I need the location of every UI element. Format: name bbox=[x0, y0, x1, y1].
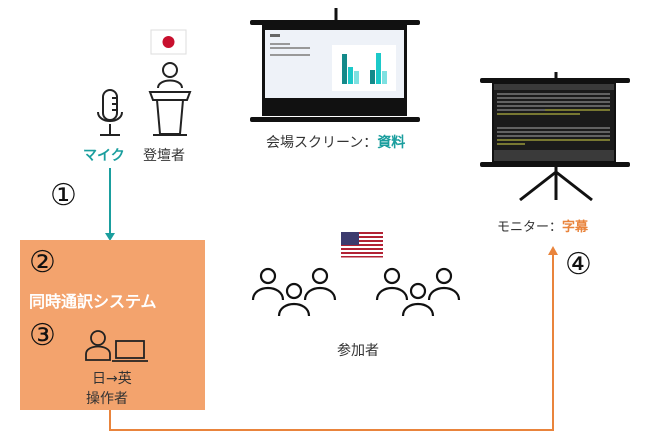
monitor-label: モニター：字幕 bbox=[497, 216, 588, 235]
system-title: 同時通訳システム bbox=[29, 292, 157, 311]
operator-laptop-icon bbox=[85, 330, 148, 362]
operator-label: 操作者 bbox=[86, 391, 128, 407]
podium-speaker-icon bbox=[148, 62, 192, 136]
venue-screen-label-prefix: 会場スクリーン： bbox=[266, 135, 378, 151]
slide-bar bbox=[376, 53, 381, 84]
audience-group-icon bbox=[251, 267, 337, 317]
teal-arrow bbox=[105, 168, 115, 241]
microphone-icon bbox=[97, 89, 123, 136]
orange-arrow bbox=[109, 246, 558, 431]
usa-flag-icon bbox=[341, 232, 383, 258]
interpretation-system-box bbox=[20, 240, 205, 410]
slide-bar bbox=[382, 71, 387, 84]
japan-flag-icon bbox=[150, 29, 187, 55]
audience-group-icon bbox=[375, 267, 461, 317]
subtitle-monitor bbox=[480, 72, 630, 202]
speaker-label: 登壇者 bbox=[143, 148, 185, 164]
step-two: ② bbox=[29, 245, 56, 280]
audience-label: 参加者 bbox=[337, 343, 379, 359]
venue-screen-label: 会場スクリーン：資料 bbox=[266, 132, 405, 152]
monitor-label-highlight: 字幕 bbox=[562, 220, 589, 235]
step-one: ① bbox=[50, 178, 77, 213]
venue-projection-screen bbox=[250, 8, 420, 122]
slide-bar bbox=[370, 70, 375, 84]
mic-label: マイク bbox=[83, 148, 125, 164]
slide-bar bbox=[354, 71, 359, 84]
monitor-label-prefix: モニター： bbox=[497, 220, 563, 235]
step-four: ④ bbox=[565, 247, 592, 282]
direction-label: 日→英 bbox=[92, 371, 132, 387]
slide-bar bbox=[348, 67, 353, 84]
venue-screen-label-highlight: 資料 bbox=[377, 135, 406, 151]
step-three: ③ bbox=[29, 318, 56, 353]
slide-bar bbox=[342, 54, 347, 84]
